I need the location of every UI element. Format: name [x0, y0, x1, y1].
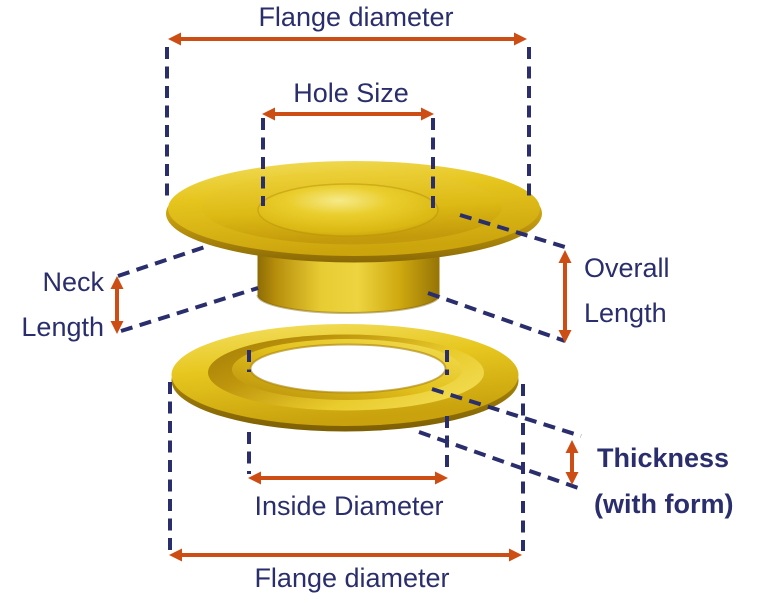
dimension-arrows: [110, 32, 579, 562]
hole-size-arrow: [262, 107, 434, 121]
overall-length-arrow: [558, 250, 572, 343]
label-neck-line1: Neck: [42, 267, 104, 297]
thickness-arrow: [565, 440, 579, 485]
flange-diameter-top-arrow: [168, 32, 527, 46]
label-flange-diameter-top: Flange diameter: [258, 2, 453, 32]
eyelet-top-piece: [166, 161, 542, 314]
inside-diameter-arrow: [248, 471, 448, 485]
label-thickness-line1: Thickness: [597, 443, 729, 473]
neck-length-upper-leader-line: [117, 245, 206, 278]
label-inside-diameter: Inside Diameter: [254, 491, 443, 521]
thickness-lower-leader-line: [418, 430, 582, 491]
label-thickness-line2: (with form): [594, 489, 733, 519]
label-neck-line2: Length: [21, 312, 104, 342]
thickness-upper-leader-line: [431, 387, 582, 438]
label-overall-line1: Overall: [584, 253, 670, 283]
eyelet-neck-bottom-edge: [256, 294, 441, 314]
dimension-labels: Flange diameter Hole Size Neck Length Ov…: [21, 2, 733, 593]
neck-length-lower-leader-line: [120, 286, 259, 333]
washer-bottom-piece: [171, 324, 519, 432]
label-overall-line2: Length: [584, 298, 667, 328]
eyelet-funnel-hole: [257, 183, 439, 237]
eyelet-neck: [257, 255, 440, 313]
label-hole-size: Hole Size: [293, 78, 409, 108]
label-flange-diameter-bottom: Flange diameter: [254, 563, 449, 593]
overall-length-lower-leader-line: [427, 291, 566, 343]
neck-length-arrow: [110, 276, 124, 334]
flange-diameter-bottom-arrow: [169, 548, 522, 562]
dimension-lines: [117, 47, 582, 551]
washer-hole: [249, 343, 447, 394]
